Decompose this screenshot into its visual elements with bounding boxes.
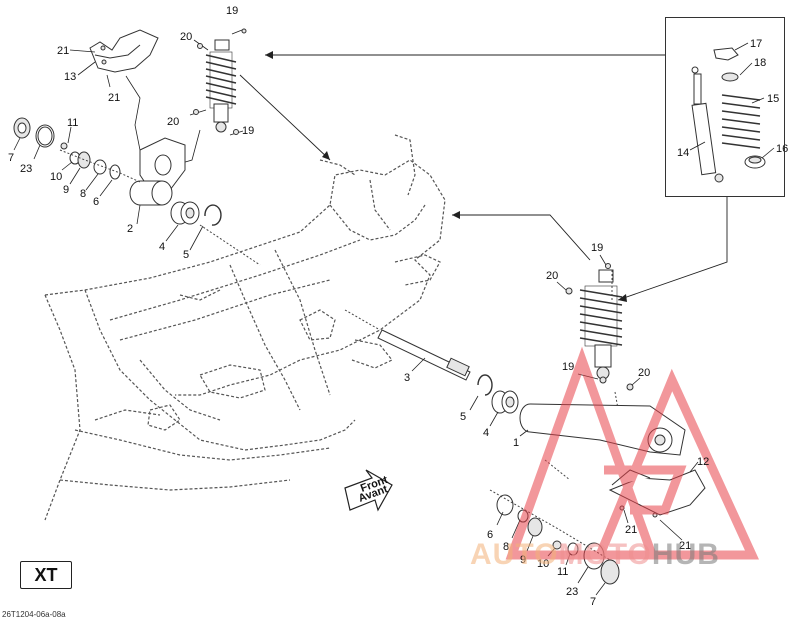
- watermark-part-hub: HUB: [651, 538, 720, 571]
- callout-inset-16: 16: [776, 143, 788, 155]
- callout-right-9: 9: [520, 554, 526, 566]
- callout-left-6: 6: [93, 196, 99, 208]
- callout-inset-14: 14: [677, 147, 689, 159]
- left-shock-absorber: [205, 39, 237, 133]
- watermark-part-moto: MOTO: [558, 538, 652, 571]
- variant-badge: XT: [20, 561, 72, 589]
- left-swingarm-pivot: [139, 137, 186, 191]
- left-upper-guard-bracket: [89, 29, 159, 73]
- callout-right-10: 10: [537, 558, 549, 570]
- callout-left-2: 2: [127, 223, 133, 235]
- callout-right-6: 6: [487, 529, 493, 541]
- callout-right-shock-20a: 20: [546, 270, 558, 282]
- callout-left-23: 23: [20, 163, 32, 175]
- callout-left-shock-19a: 19: [226, 5, 238, 17]
- left-hub-small-parts: [13, 117, 121, 180]
- callout-right-shock-20b: 20: [638, 367, 650, 379]
- callout-right-4: 4: [483, 427, 489, 439]
- left-circlip: [204, 204, 222, 226]
- callout-right-shock-19b: 19: [562, 361, 574, 373]
- watermark-logo: [505, 346, 760, 560]
- callout-right-1: 1: [513, 437, 519, 449]
- callout-left-11: 11: [67, 117, 78, 129]
- front-direction-arrow: Front Avant: [344, 469, 393, 512]
- callout-right-7: 7: [590, 596, 596, 608]
- callout-left-10: 10: [50, 171, 62, 183]
- callout-inset-18: 18: [754, 57, 766, 69]
- right-circlip: [477, 374, 493, 396]
- right-shock-absorber: [579, 269, 623, 380]
- callout-left-top-13: 13: [64, 71, 76, 83]
- callout-right-11: 11: [557, 566, 568, 578]
- callout-right-23: 23: [566, 586, 578, 598]
- callout-shaft-3: 3: [404, 372, 410, 384]
- callout-numbers: 21 13 21 20 19 20 19 11 7 23 10 9 8 6 2 …: [8, 5, 788, 608]
- left-pivot-tube: [129, 180, 173, 206]
- callout-right-8: 8: [503, 541, 509, 553]
- callout-left-4: 4: [159, 241, 165, 253]
- drawing-code: 26T1204-06a-08a: [2, 610, 66, 619]
- inset-detail-box: [665, 17, 785, 197]
- callout-left-top-21: 21: [57, 45, 69, 57]
- callout-inset-17: 17: [750, 38, 762, 50]
- callout-left-shock-19b: 19: [242, 125, 254, 137]
- callout-right-21b: 21: [679, 540, 691, 552]
- left-bearing: [170, 201, 200, 225]
- vehicle-frame: [44, 134, 446, 521]
- callout-right-5: 5: [460, 411, 466, 423]
- callout-left-8: 8: [80, 188, 86, 200]
- callout-left-top-21b: 21: [108, 92, 120, 104]
- callout-left-9: 9: [63, 184, 69, 196]
- watermark-text: AUTOMOTOHUB: [470, 538, 800, 578]
- callout-right-12: 12: [697, 456, 709, 468]
- callout-inset-15: 15: [767, 93, 779, 105]
- callout-left-shock-20a: 20: [180, 31, 192, 43]
- inset-shock-parts: [691, 47, 766, 183]
- callout-right-shock-19a: 19: [591, 242, 603, 254]
- callout-left-5: 5: [183, 249, 189, 261]
- watermark-part-auto: AUTO: [470, 538, 559, 571]
- callout-left-7: 7: [8, 152, 14, 164]
- right-bearing: [491, 390, 519, 414]
- callout-right-21a: 21: [625, 524, 637, 536]
- callout-left-shock-20b: 20: [167, 116, 179, 128]
- drive-shaft: [377, 329, 471, 381]
